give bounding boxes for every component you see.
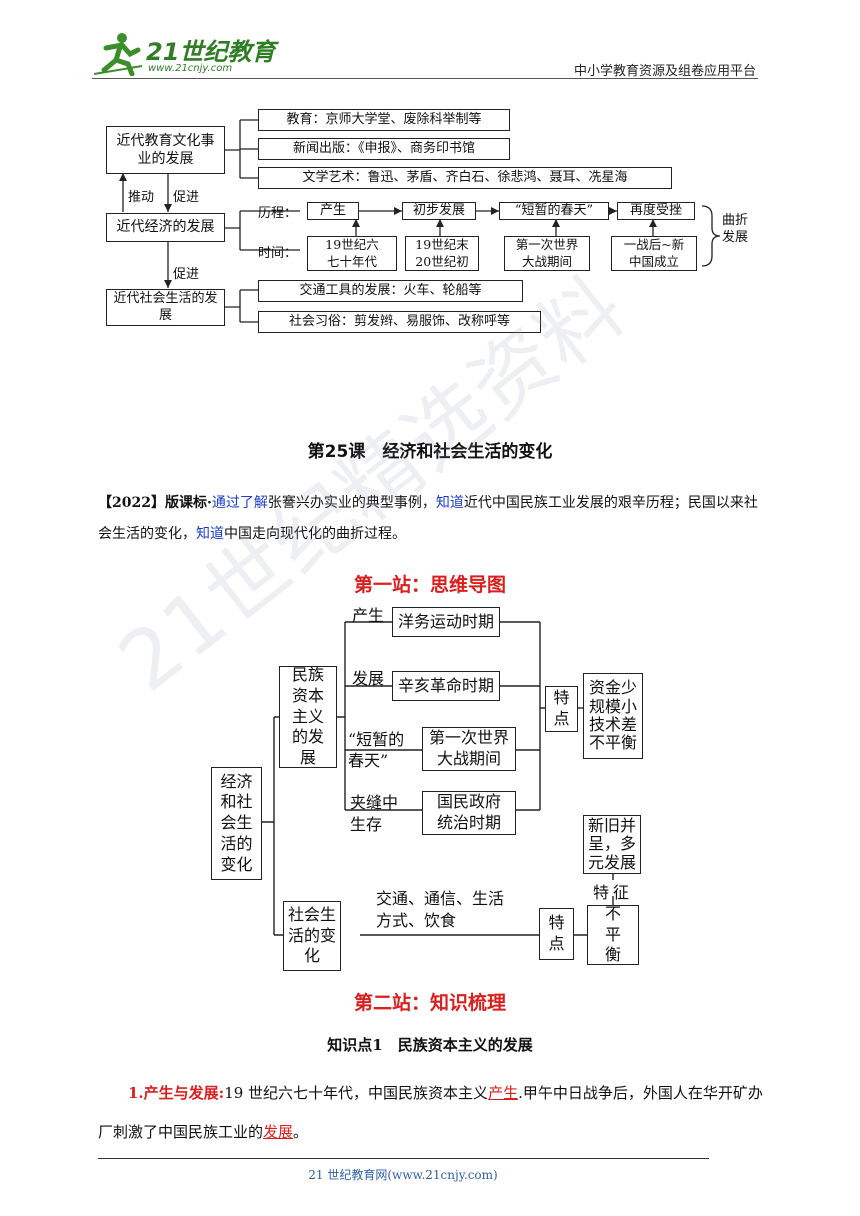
keyword-know-2: 知道	[196, 525, 224, 542]
logo: 21世纪教育 www.21cnjy.com	[92, 30, 275, 78]
stage-initial: 初步发展	[402, 202, 476, 220]
time-label: 时间：	[258, 246, 298, 261]
trait-desc-node: 新旧并呈，多元发展	[583, 815, 641, 874]
period-nationalist: 国民政府统治时期	[422, 791, 516, 835]
knowledge-label: 1.产生与发展:	[128, 1084, 225, 1102]
social-node: 社会生活的变化	[283, 901, 341, 971]
process-label: 历程：	[258, 206, 298, 221]
knowledge-paragraph: 1.产生与发展:19 世纪六七十年代，中国民族资本主义产生.甲午中日战争后，外国…	[98, 1074, 764, 1152]
time-1: 19世纪六七十年代	[307, 236, 397, 271]
feature-desc-node: 资金少规模小技术差不平衡	[583, 673, 643, 759]
knowledge-text-1: 19 世纪六七十年代，中国民族资本主义	[224, 1084, 489, 1102]
standard-text-2: 近代中国民族工业发展的艰辛历程；民国以来社会生活的变化，	[98, 495, 758, 542]
header-rule	[92, 78, 758, 79]
capitalism-node: 民族资本主义的发展	[279, 665, 337, 768]
station-2-heading: 第二站：知识梳理	[353, 992, 506, 1014]
keyword-understand: 通过了解	[211, 495, 268, 511]
branch-develop-label: 发展	[352, 669, 385, 688]
period-xinhai: 辛亥革命时期	[392, 671, 500, 701]
education-box: 教育：京师大学堂、废除科举制等	[258, 109, 510, 131]
social-feature-node: 特点	[539, 908, 574, 960]
trait-label: 特征	[593, 883, 634, 902]
platform-name: 中小学教育资源及组卷应用平台	[573, 64, 756, 79]
overview-connectors	[119, 119, 721, 323]
edu-culture-box: 近代教育文化事业的发展	[106, 126, 225, 174]
stage-birth: 产生	[307, 202, 359, 220]
customs-box: 社会习俗：剪发辫、易服饰、改称呼等	[258, 311, 541, 333]
knowledge-text-2: .甲午中日战争后，外国人在华开矿办厂刺激了中国民族工业的	[98, 1084, 763, 1141]
standard-tag: 【2022】版课标·	[98, 495, 212, 511]
branch-squeeze-label: 夹缝中生存	[350, 793, 399, 835]
stage-setback: 再度受挫	[617, 202, 695, 220]
footer-rule	[98, 1158, 709, 1159]
society-box: 近代社会生活的发展	[106, 289, 225, 326]
knowledge-point-title: 知识点1 民族资本主义的发展	[327, 1036, 533, 1054]
logo-url: www.21cnjy.com	[148, 63, 233, 74]
station-1-heading: 第一站：思维导图	[353, 574, 506, 596]
standard-text-1: 张謇兴办实业的典型事例，	[267, 495, 436, 511]
time-3: 第一次世界大战期间	[504, 236, 590, 271]
stage-spring: “短暂的春天”	[499, 202, 609, 220]
root-node: 经济和社会生活的变化	[211, 767, 262, 880]
uneven-node: 不平衡	[587, 904, 639, 965]
transport-box: 交通工具的发展：火车、轮船等	[258, 280, 523, 302]
period-ww1: 第一次世界大战期间	[422, 727, 516, 771]
promote-label-1: 促进	[173, 190, 200, 205]
standard-text-3: 中国走向现代化的曲折过程。	[224, 525, 406, 542]
branch-spring-label: “短暂的春天”	[348, 730, 405, 770]
economy-box: 近代经济的发展	[106, 213, 225, 242]
knowledge-text-3: 。	[293, 1123, 309, 1141]
social-items-label: 交通、通信、生活方式、饮食	[376, 889, 505, 931]
time-2: 19世纪末20世纪初	[405, 236, 479, 271]
keyword-birth: 产生	[488, 1084, 519, 1102]
promote-label-2: 促进	[173, 267, 200, 282]
press-box: 新闻出版：《申报》、商务印书馆	[258, 138, 510, 160]
time-4: 一战后~新中国成立	[611, 236, 697, 271]
logo-text: 21世纪教育	[146, 38, 276, 66]
runner-logo-icon	[93, 33, 143, 76]
footer-text: 21 世纪教育网(www.21cnjy.com)	[308, 1168, 498, 1182]
keyword-know-1: 知道	[435, 495, 464, 511]
period-westernization: 洋务运动时期	[392, 607, 500, 637]
lesson-title: 第25课 经济和社会生活的变化	[307, 442, 553, 462]
feature-node: 特点	[545, 686, 578, 732]
push-label: 推动	[128, 190, 155, 205]
branch-birth-label: 产生	[352, 606, 385, 625]
winding-label: 曲折发展	[722, 213, 749, 245]
literature-box: 文学艺术：鲁迅、茅盾、齐白石、徐悲鸿、聂耳、冼星海	[258, 167, 672, 189]
curriculum-standard: 【2022】版课标·通过了解张謇兴办实业的典型事例，知道近代中国民族工业发展的艰…	[98, 488, 764, 550]
keyword-development: 发展	[263, 1123, 294, 1141]
